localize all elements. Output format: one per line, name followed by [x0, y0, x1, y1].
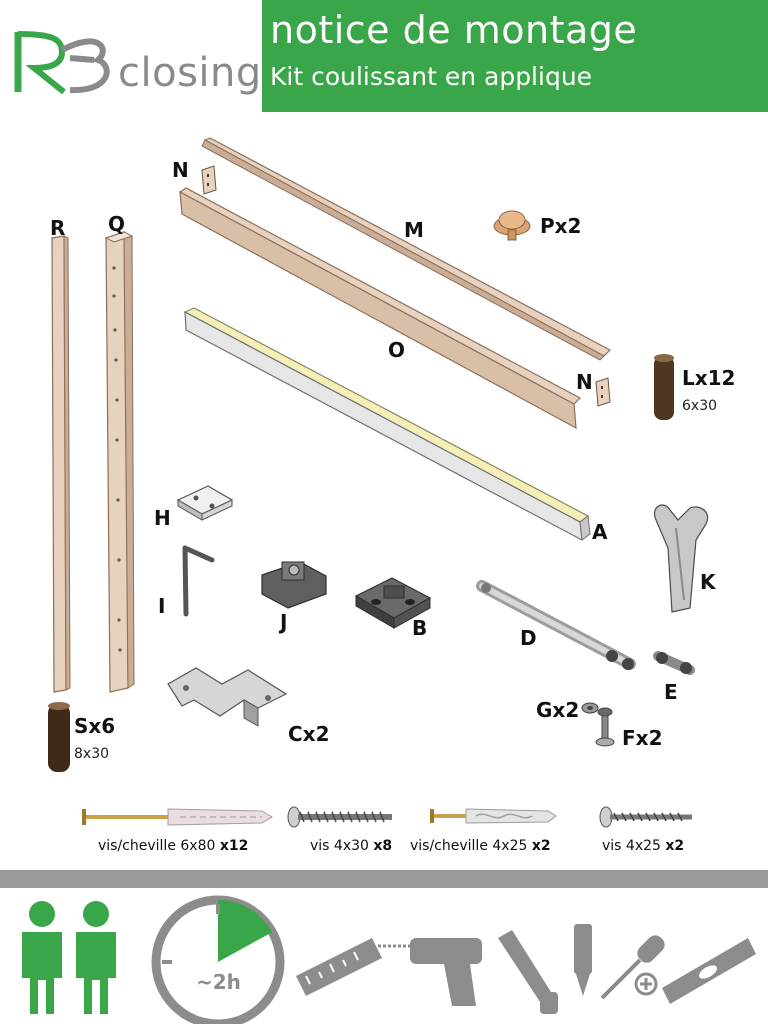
part-n-block-bottom-icon [595, 377, 611, 407]
part-e-roller-icon [653, 651, 695, 675]
clock-icon [151, 895, 285, 1024]
screw-caption-1: vis/cheville 6x80 x12 [98, 838, 249, 854]
screw-anchor-4x25-icon [430, 808, 557, 824]
part-i-allen-key-icon [182, 545, 215, 617]
label-j: J [280, 610, 288, 634]
person-icon [76, 901, 116, 1014]
part-o-board-icon [178, 187, 581, 430]
part-d-damper-icon [476, 580, 636, 670]
label-n-top: N [172, 158, 189, 182]
screw-4x25-icon [599, 806, 692, 828]
logo-wordmark: closing [118, 50, 262, 96]
label-h: H [154, 506, 171, 530]
footer-icons [22, 895, 756, 1024]
label-a: A [592, 520, 608, 544]
label-f: Fx2 [622, 726, 663, 750]
part-k-wrench-icon [654, 504, 709, 613]
part-r-strip-icon [51, 235, 71, 693]
glue-icon [574, 924, 592, 996]
person-icon [22, 901, 62, 1014]
header-band [262, 0, 768, 112]
page-title: notice de montage [270, 8, 638, 52]
page-subtitle: Kit coulissant en applique [270, 62, 593, 91]
label-m: M [404, 218, 424, 242]
drill-icon [378, 938, 482, 1006]
label-s: Sx6 [74, 714, 116, 738]
label-o: O [388, 338, 406, 362]
label-r: R [50, 216, 66, 240]
parts-illustration [48, 137, 709, 772]
label-d: D [520, 626, 537, 650]
label-l: Lx12 [682, 366, 736, 390]
footer-divider [0, 870, 768, 888]
part-n-block-top-icon [201, 165, 217, 195]
level-icon [662, 938, 756, 1004]
screws-illustration [82, 806, 692, 828]
label-p: Px2 [540, 214, 582, 238]
rb-monogram-icon [14, 31, 110, 95]
label-l-size: 6x30 [682, 398, 718, 414]
label-q: Q [108, 212, 126, 236]
brand-logo: closing [10, 20, 262, 100]
label-c: Cx2 [288, 722, 330, 746]
label-s-size: 8x30 [74, 746, 110, 762]
screw-4x30-icon [287, 806, 392, 828]
label-b: B [412, 616, 428, 640]
part-c-bracket-icon [167, 667, 288, 727]
ruler-icon [296, 938, 382, 996]
part-q-post-icon [104, 231, 135, 693]
part-g-nut-icon [581, 702, 599, 714]
label-g: Gx2 [536, 698, 580, 722]
screwdriver-icon [600, 935, 665, 1000]
screw-caption-4: vis 4x25 x2 [602, 838, 685, 854]
label-k: K [700, 570, 716, 594]
part-h-plate-icon [176, 485, 234, 521]
label-i: I [158, 594, 166, 618]
part-l-dowel-icon [654, 354, 674, 420]
part-b-guide-icon [354, 577, 432, 629]
part-f-bolt-icon [595, 707, 615, 747]
screw-anchor-6x80-icon [82, 808, 273, 826]
part-a-rail-icon [183, 307, 591, 542]
label-n-bottom: N [576, 370, 593, 394]
screw-caption-3: vis/cheville 4x25 x2 [410, 838, 551, 854]
screw-caption-2: vis 4x30 x8 [310, 838, 393, 854]
time-estimate: ~2h [196, 970, 241, 994]
part-j-clip-icon [261, 561, 327, 609]
part-p-stopper-icon [493, 210, 531, 241]
part-m-board-icon [201, 137, 611, 361]
label-e: E [664, 680, 678, 704]
part-s-dowel-icon [48, 702, 70, 772]
saw-icon [498, 930, 558, 1014]
